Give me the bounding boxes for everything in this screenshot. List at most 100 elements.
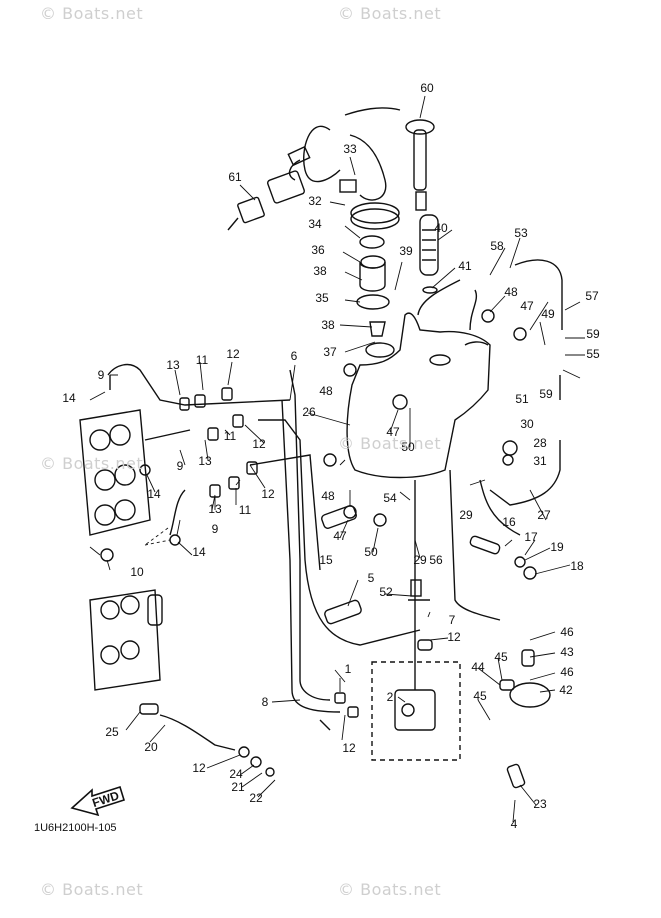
callout-12: 12 <box>252 437 266 451</box>
callout-59: 59 <box>586 327 600 341</box>
callout-12: 12 <box>261 487 275 501</box>
callout-33: 33 <box>343 142 357 156</box>
callout-16: 16 <box>502 515 516 529</box>
callout-14: 14 <box>192 545 206 559</box>
callout-55: 55 <box>586 347 600 361</box>
callout-14: 14 <box>147 487 161 501</box>
callout-47: 47 <box>333 529 347 543</box>
callout-26: 26 <box>302 405 316 419</box>
callout-56: 56 <box>429 553 443 567</box>
callout-19: 19 <box>550 540 564 554</box>
callout-40: 40 <box>434 221 448 235</box>
callout-15: 15 <box>319 553 333 567</box>
callout-11: 11 <box>196 353 209 367</box>
callout-9: 9 <box>212 522 219 536</box>
callout-20: 20 <box>144 740 158 754</box>
callout-58: 58 <box>490 239 504 253</box>
callout-25: 25 <box>105 725 119 739</box>
callout-46: 46 <box>560 665 574 679</box>
watermark-top-left: © Boats.net <box>40 4 144 23</box>
leader-lines <box>89 95 585 823</box>
callout-10: 10 <box>130 565 144 579</box>
callout-57: 57 <box>585 289 599 303</box>
callout-47: 47 <box>386 425 400 439</box>
sender-60 <box>405 119 435 211</box>
callout-12: 12 <box>342 741 356 755</box>
callout-59: 59 <box>539 387 553 401</box>
callout-48: 48 <box>319 384 333 398</box>
callout-43: 43 <box>560 645 574 659</box>
connector-61 <box>227 170 305 231</box>
callout-8: 8 <box>262 695 269 709</box>
oil-tank-26 <box>346 289 491 479</box>
callout-6: 6 <box>291 349 298 363</box>
callout-27: 27 <box>537 508 551 522</box>
callout-41: 41 <box>458 259 472 273</box>
callout-18: 18 <box>570 559 584 573</box>
callout-48: 48 <box>321 489 335 503</box>
callout-13: 13 <box>198 454 212 468</box>
callout-12: 12 <box>192 761 206 775</box>
callout-9: 9 <box>98 368 105 382</box>
watermark-mid-left: © Boats.net <box>40 454 144 473</box>
callout-31: 31 <box>533 454 547 468</box>
hoses <box>107 259 563 751</box>
filler-cap-assembly <box>350 202 400 337</box>
watermark-mid-center: © Boats.net <box>338 434 442 453</box>
callout-53: 53 <box>514 226 528 240</box>
callout-45: 45 <box>494 650 508 664</box>
callout-60: 60 <box>420 81 434 95</box>
callout-48: 48 <box>504 285 518 299</box>
callout-38: 38 <box>313 264 327 278</box>
callout-7: 7 <box>449 613 456 627</box>
callout-50: 50 <box>364 545 378 559</box>
callout-50: 50 <box>401 440 415 454</box>
diagram-code: 1U6H2100H-105 <box>34 822 117 834</box>
callout-4: 4 <box>511 817 518 831</box>
callout-46: 46 <box>560 625 574 639</box>
callout-38: 38 <box>321 318 335 332</box>
callout-29: 29 <box>413 553 427 567</box>
callout-2: 2 <box>387 690 394 704</box>
fwd-arrow <box>70 785 125 817</box>
callout-5: 5 <box>368 571 375 585</box>
callout-11: 11 <box>239 503 252 517</box>
callout-47: 47 <box>520 299 534 313</box>
watermark-bottom-center: © Boats.net <box>338 880 442 899</box>
callout-42: 42 <box>559 683 573 697</box>
callout-52: 52 <box>379 585 393 599</box>
fwd-label: FWD <box>91 788 122 810</box>
callout-12: 12 <box>226 347 240 361</box>
wire-harness <box>287 107 401 201</box>
callout-39: 39 <box>399 244 413 258</box>
callout-1: 1 <box>345 662 352 676</box>
callout-22: 22 <box>249 791 263 805</box>
small-fittings <box>100 309 551 789</box>
watermark-top-center: © Boats.net <box>338 4 442 23</box>
callout-28: 28 <box>533 436 547 450</box>
callout-29: 29 <box>459 508 473 522</box>
callout-51: 51 <box>515 392 529 406</box>
callout-9: 9 <box>177 459 184 473</box>
callout-44: 44 <box>471 660 485 674</box>
callout-21: 21 <box>231 780 245 794</box>
callout-23: 23 <box>533 797 547 811</box>
strainer-40 <box>419 214 439 294</box>
callout-61: 61 <box>228 170 242 184</box>
callout-13: 13 <box>166 358 180 372</box>
oil-pump-1 <box>371 661 461 761</box>
callout-36: 36 <box>311 243 325 257</box>
callout-34: 34 <box>308 217 322 231</box>
intake-manifold <box>79 409 161 691</box>
watermark-bottom-left: © Boats.net <box>40 880 144 899</box>
callout-24: 24 <box>229 767 243 781</box>
callout-13: 13 <box>208 502 222 516</box>
callout-11: 11 <box>224 429 237 443</box>
callout-49: 49 <box>541 307 555 321</box>
callout-35: 35 <box>315 291 329 305</box>
callout-14: 14 <box>62 391 76 405</box>
callout-37: 37 <box>323 345 337 359</box>
